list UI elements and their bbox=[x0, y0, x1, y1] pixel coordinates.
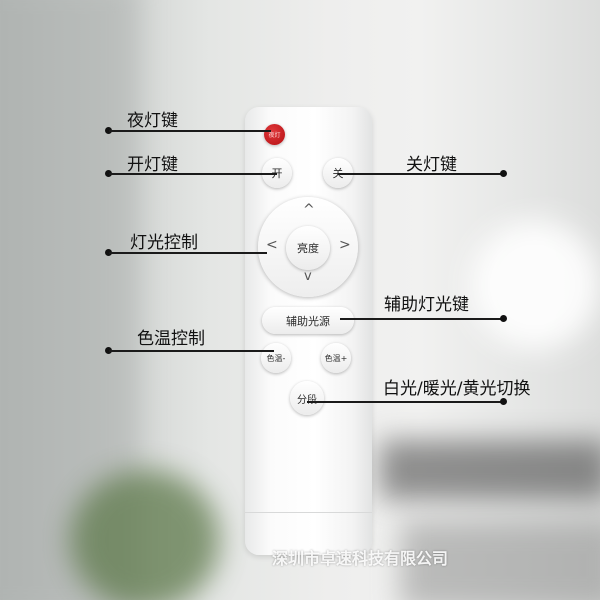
callout-dot-switch bbox=[500, 398, 507, 405]
segment-button-label: 分段 bbox=[297, 394, 317, 406]
remote-groove-bottom bbox=[245, 512, 372, 513]
arrow-up-icon[interactable]: ^ bbox=[303, 202, 315, 218]
callout-dot-off bbox=[500, 170, 507, 177]
watermark: 深圳市卓速科技有限公司 bbox=[272, 549, 449, 568]
aux-light-button[interactable]: 辅助光源 bbox=[262, 307, 354, 334]
background-blur-floor bbox=[400, 520, 600, 600]
color-temp-down-label: 色温- bbox=[266, 353, 286, 363]
callout-dot-aux bbox=[500, 315, 507, 322]
segment-button[interactable]: 分段 bbox=[290, 381, 324, 415]
background-blur-dark-shelf bbox=[380, 440, 600, 500]
callout-line-switch bbox=[307, 401, 503, 403]
label-aux-light: 辅助灯光键 bbox=[384, 295, 469, 315]
background-blur-plant bbox=[70, 470, 220, 600]
callout-line-color-temp bbox=[109, 350, 274, 352]
label-color-temp-control: 色温控制 bbox=[137, 329, 205, 349]
callout-line-aux bbox=[340, 318, 503, 320]
night-light-button[interactable]: 夜灯 bbox=[264, 124, 285, 145]
label-off-light: 关灯键 bbox=[406, 155, 457, 175]
color-temp-up-button[interactable]: 色温+ bbox=[321, 343, 351, 373]
callout-line-on bbox=[109, 173, 277, 175]
background-blur-lamp bbox=[470, 220, 600, 350]
aux-light-button-label: 辅助光源 bbox=[286, 314, 330, 328]
brightness-button-label: 亮度 bbox=[297, 242, 319, 255]
callout-dot-light-control bbox=[105, 249, 112, 256]
callout-dot-on bbox=[105, 170, 112, 177]
arrow-right-icon[interactable]: > bbox=[339, 237, 351, 253]
label-on-light: 开灯键 bbox=[127, 155, 178, 175]
arrow-left-icon[interactable]: < bbox=[266, 237, 278, 253]
arrow-down-icon[interactable]: v bbox=[304, 269, 312, 284]
callout-line-night bbox=[109, 130, 271, 132]
color-temp-down-button[interactable]: 色温- bbox=[261, 343, 291, 373]
callout-dot-night bbox=[105, 127, 112, 134]
color-temp-up-label: 色温+ bbox=[324, 353, 348, 363]
label-night-light: 夜灯键 bbox=[127, 111, 178, 131]
callout-line-light-control bbox=[109, 252, 267, 254]
brightness-button[interactable]: 亮度 bbox=[286, 226, 330, 270]
callout-line-off bbox=[338, 173, 503, 175]
callout-dot-color-temp bbox=[105, 347, 112, 354]
label-switch-modes: 白光/暖光/黄光切换 bbox=[383, 379, 531, 399]
on-button-label: 开 bbox=[271, 167, 283, 180]
label-light-control: 灯光控制 bbox=[130, 233, 198, 253]
night-light-button-label: 夜灯 bbox=[268, 132, 281, 139]
